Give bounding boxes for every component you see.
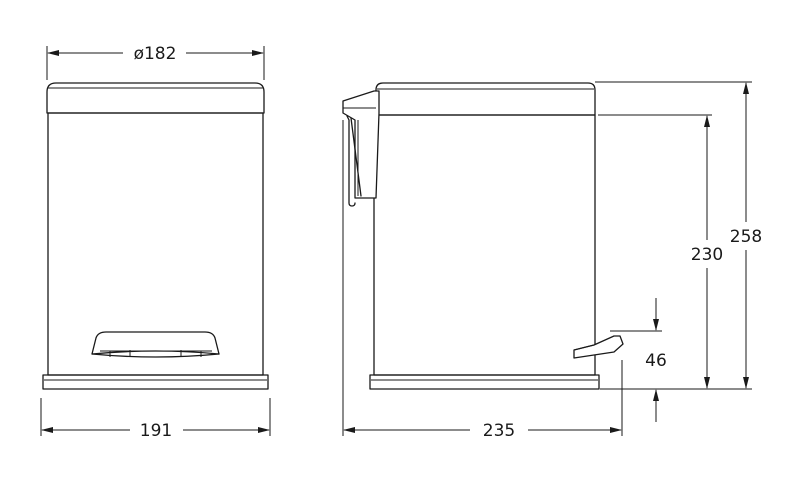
side-body — [373, 114, 596, 376]
front-lid — [46, 82, 265, 114]
side-base — [369, 374, 600, 390]
side-lid — [375, 82, 596, 116]
dim-front-width: 191 — [140, 421, 172, 441]
dim-body-height: 230 — [691, 245, 723, 265]
dimension-labels: ø182 191 235 258 230 46 — [134, 44, 763, 441]
side-pedal — [573, 335, 624, 359]
dim-total-height: 258 — [730, 227, 762, 247]
front-view — [42, 82, 269, 390]
dim-pedal-height: 46 — [645, 351, 667, 371]
dimension-lines — [40, 46, 752, 436]
side-hinge — [342, 90, 380, 207]
front-base — [42, 374, 269, 390]
front-pedal — [91, 331, 220, 358]
dim-side-depth: 235 — [483, 421, 515, 441]
side-view — [342, 82, 624, 390]
dim-top-diameter: ø182 — [134, 44, 177, 64]
